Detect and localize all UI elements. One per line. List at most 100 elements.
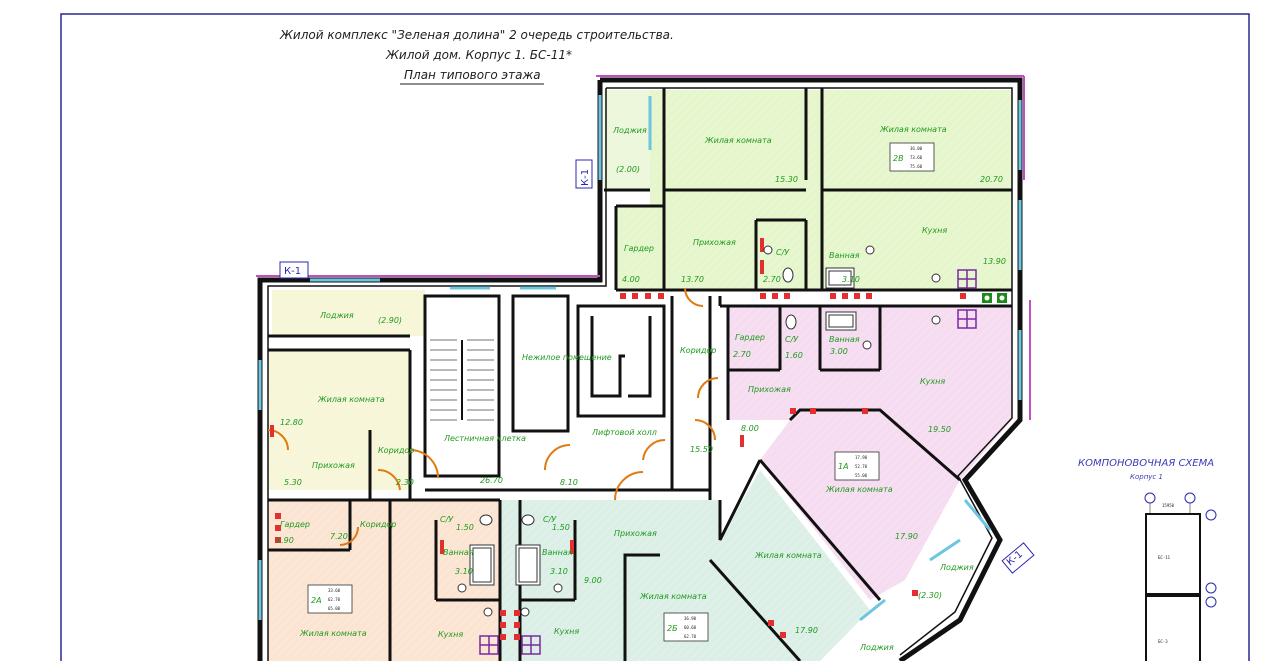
room-label: Лоджия — [319, 311, 354, 320]
room-label: Жилая комната — [317, 395, 385, 404]
apartment-area: 17.90 — [855, 455, 868, 460]
loggia-left-top-area — [272, 290, 425, 336]
apartment-area: 62.70 — [328, 597, 341, 602]
red-blocks — [270, 238, 966, 640]
hatch-bottom-mid — [500, 470, 870, 661]
room-area: 26.70 — [480, 476, 503, 485]
room-label: Лестничная клетка — [443, 434, 526, 443]
room-area: 3.10 — [455, 567, 473, 576]
door-swings — [267, 287, 719, 546]
apartment-tag: 2В 36.00 73.60 75.60 — [889, 142, 935, 172]
room-label: С/У — [440, 515, 454, 524]
room-label: Ванная — [829, 335, 860, 344]
inner-outline — [267, 87, 1013, 661]
room-labels: Лоджия (2.00) Жилая комната 15.30 Жилая … — [276, 125, 1006, 652]
room-area: 5.30 — [284, 478, 302, 487]
room-area: 20.70 — [980, 175, 1003, 184]
room-label: С/У — [543, 515, 557, 524]
room-label: Прихожая — [614, 529, 657, 538]
room-label: С/У — [785, 335, 799, 344]
apartment-area: 36.00 — [910, 146, 923, 151]
section-tag-label: К-1 — [580, 169, 591, 186]
room-area: 2.70 — [733, 350, 751, 359]
section-tag: К-1 — [575, 159, 593, 189]
apartment-area: 33.60 — [328, 588, 341, 593]
title-line-3: План типового этажа — [404, 68, 541, 82]
room-area: 15.30 — [775, 175, 798, 184]
apartment-id: 2В — [893, 154, 904, 163]
scheme-title: КОМПОНОВОЧНАЯ СХЕМА — [1078, 458, 1214, 469]
apartment-area: 65.00 — [328, 606, 341, 611]
room-label: Жилая комната — [879, 125, 947, 134]
room-area: 15.50 — [690, 445, 713, 454]
room-area: 9.00 — [584, 576, 602, 585]
ventilation-green — [982, 293, 1007, 303]
scheme-block-label: БС-3 — [1158, 639, 1168, 644]
interior-walls — [268, 88, 1012, 661]
room-label: Лифтовой холл — [591, 428, 657, 437]
room-area: (2.90) — [378, 316, 402, 325]
apartment-id: 2А — [311, 596, 322, 605]
room-label: Кухня — [920, 377, 945, 386]
facade-accent — [256, 75, 1031, 420]
room-label: Жилая комната — [639, 592, 707, 601]
room-label: Лоджия — [612, 126, 647, 135]
room-area: 8.10 — [560, 478, 578, 487]
hatch-top — [604, 90, 1012, 290]
room-area: 1.90 — [276, 536, 294, 545]
room-area: 17.90 — [895, 532, 918, 541]
apartment-area: 73.60 — [910, 155, 923, 160]
section-tag-label: К-1 — [284, 266, 301, 277]
room-label: Гардер — [735, 333, 765, 342]
stoves — [479, 269, 977, 655]
room-label: Прихожая — [693, 238, 736, 247]
sanitary — [457, 245, 941, 617]
title-line-1: Жилой комплекс "Зеленая долина" 2 очеред… — [279, 28, 674, 42]
room-area: 3.00 — [830, 347, 848, 356]
room-area: 19.50 — [928, 425, 951, 434]
room-label: Гардер — [624, 244, 654, 253]
apartment-tag: 2Б 36.90 60.60 62.70 — [663, 612, 709, 642]
room-label: Жилая комната — [704, 136, 772, 145]
room-label: Лоджия — [859, 643, 894, 652]
room-area: 8.00 — [741, 424, 759, 433]
layout-scheme: КОМПОНОВОЧНАЯ СХЕМА Корпус 1 15950 БС-11… — [1078, 458, 1217, 661]
room-area: 13.90 — [983, 257, 1006, 266]
room-label: Коридор — [378, 446, 414, 455]
windows — [258, 95, 1022, 622]
room-label: Гардер — [280, 520, 310, 529]
apartment-tag: 1А 17.90 52.70 55.00 — [834, 451, 880, 481]
room-area: 12.80 — [280, 418, 303, 427]
room-label: Кухня — [438, 630, 463, 639]
room-area: 4.00 — [622, 275, 640, 284]
room-label: Прихожая — [748, 385, 791, 394]
room-area: 3.10 — [842, 275, 860, 284]
hatch-left — [268, 350, 410, 490]
room-area: (2.30) — [918, 591, 942, 600]
apartment-area: 52.70 — [855, 464, 868, 469]
section-tag: К-1 — [1001, 542, 1035, 574]
room-area: 1.50 — [456, 523, 474, 532]
room-area: (2.00) — [616, 165, 640, 174]
room-label: С/У — [776, 248, 790, 257]
room-label: Коридор — [360, 520, 396, 529]
apartment-id: 2Б — [667, 624, 678, 633]
room-area: 2.30 — [396, 478, 414, 487]
room-area: 7.20 — [330, 532, 348, 541]
room-area: 13.70 — [681, 275, 704, 284]
room-label: Кухня — [554, 627, 579, 636]
room-area: 2.70 — [763, 275, 781, 284]
room-label: Жилая комната — [825, 485, 893, 494]
room-area: 3.10 — [550, 567, 568, 576]
room-label: Жилая комната — [754, 551, 822, 560]
room-label: Ванная — [542, 548, 573, 557]
apartment-area: 55.00 — [855, 473, 868, 478]
lift-shaft — [590, 316, 652, 398]
sheet-frame — [60, 13, 1250, 661]
room-label: Кухня — [922, 226, 947, 235]
stair-flights — [430, 339, 494, 421]
room-label: Жилая комната — [299, 629, 367, 638]
apartment-area: 60.60 — [684, 625, 697, 630]
loggia-top-area — [604, 90, 650, 190]
